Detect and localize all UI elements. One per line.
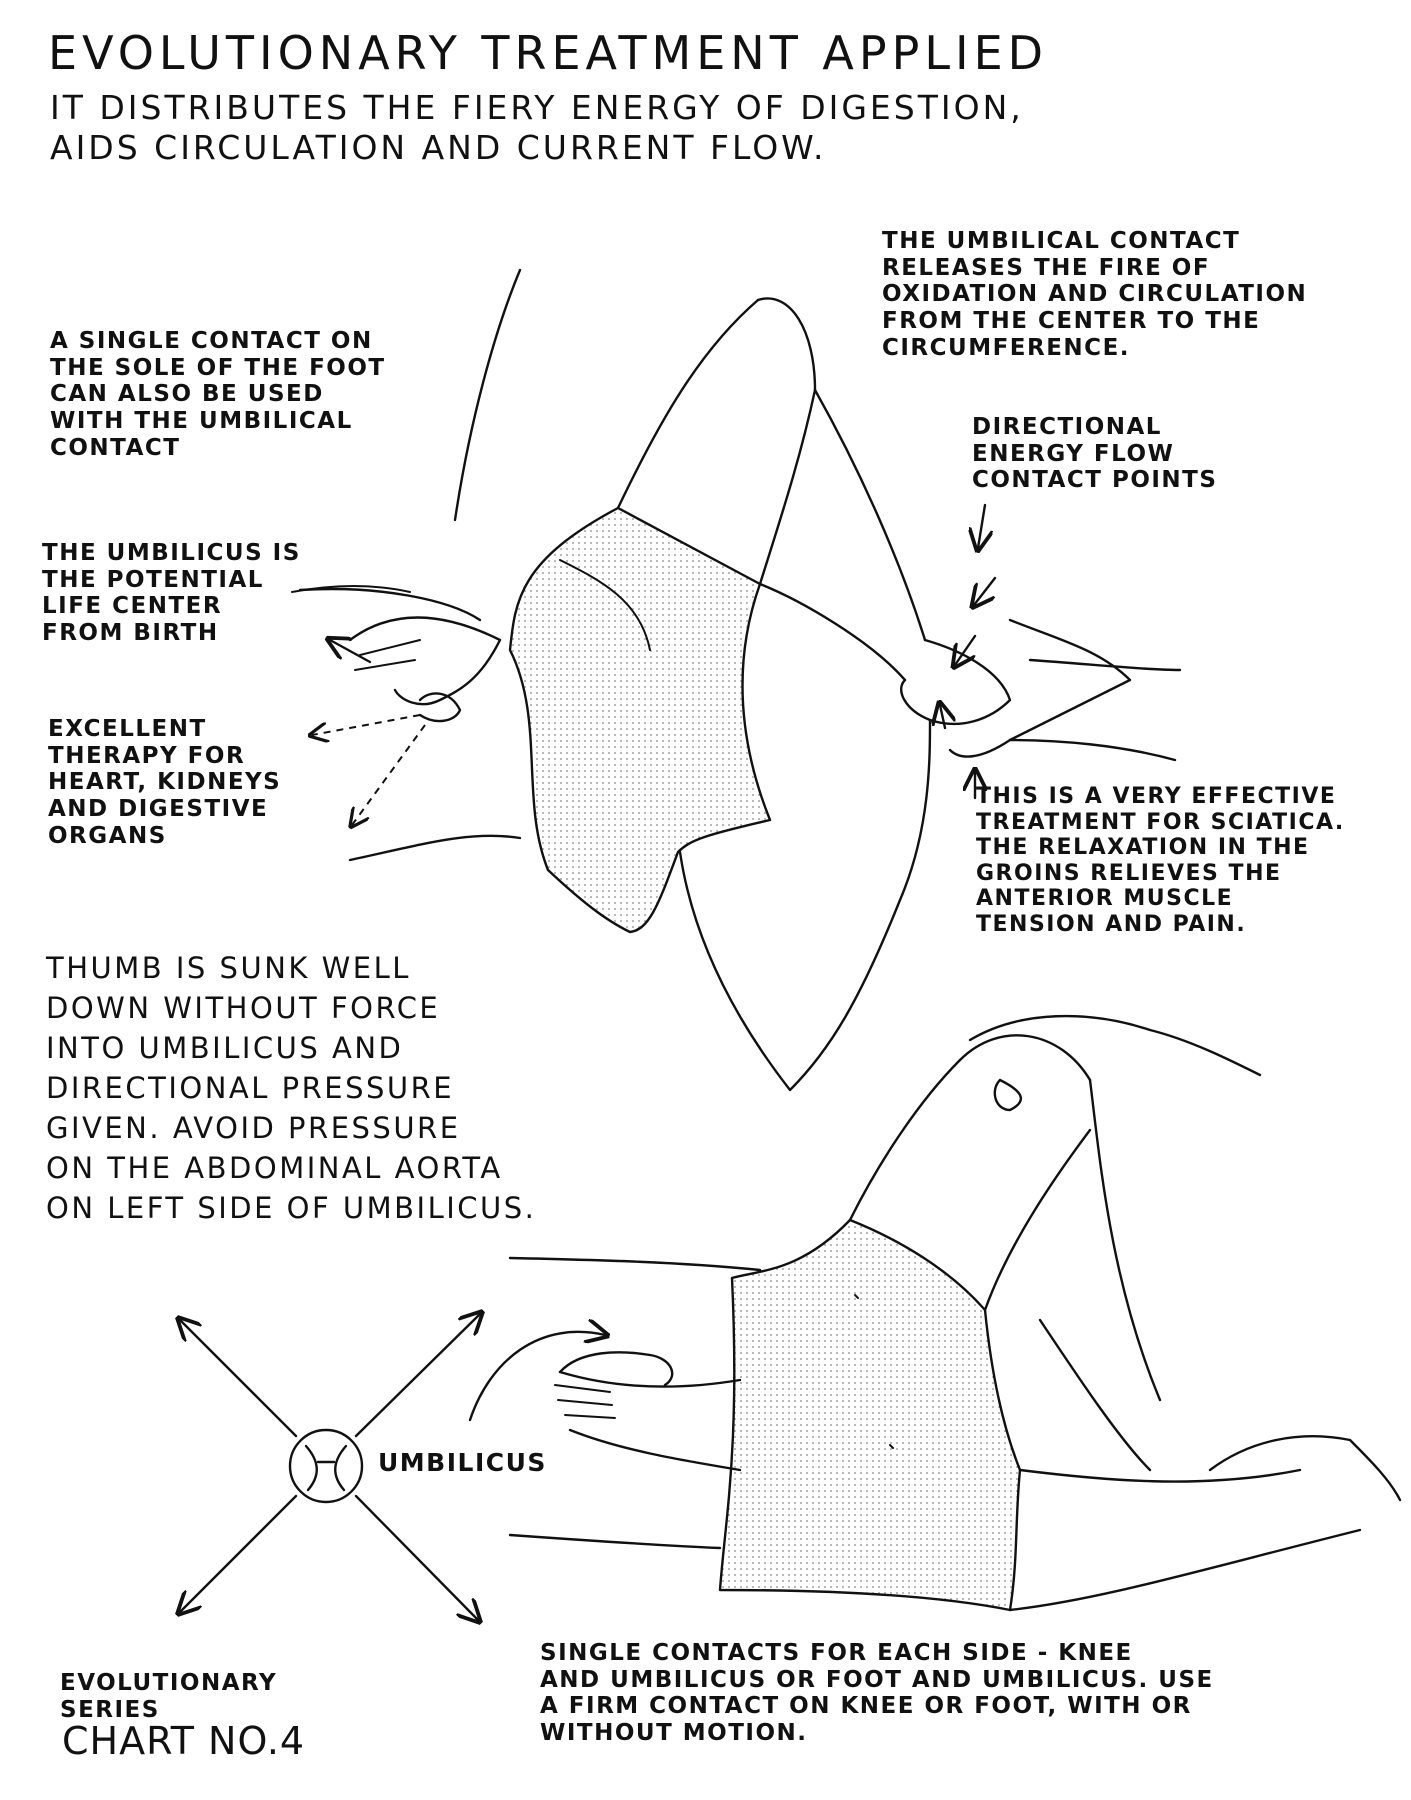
arrow-up-left (180, 1320, 298, 1438)
note-umbilicus-life-center: THE UMBILICUS IS THE POTENTIAL LIFE CENT… (42, 540, 301, 647)
top-figure-left-hand (348, 616, 502, 706)
arrow-down-left (180, 1494, 298, 1612)
pointer-life-center (291, 584, 411, 593)
note-umbilical-contact: THE UMBILICAL CONTACT RELEASES THE FIRE … (882, 228, 1308, 361)
bottom-figure-knee-hand (968, 1014, 1262, 1077)
top-figure-back-line (453, 268, 522, 522)
top-figure-thigh-back (758, 388, 817, 586)
top-figure-right-hand (948, 618, 1132, 758)
note-sciatica: THIS IS A VERY EFFECTIVE TREATMENT FOR S… (976, 784, 1345, 937)
umbilicus-mark (304, 1444, 348, 1492)
bottom-figure-hand (558, 1351, 674, 1387)
arrow-directional-1 (978, 503, 985, 548)
top-figure-side-line (348, 834, 522, 862)
umbilicus-diagram (180, 1314, 480, 1620)
bottom-figure-arm-top (558, 1370, 742, 1388)
bottom-figure-shorts (718, 1218, 1022, 1612)
arrow-directional-2 (974, 576, 997, 605)
bottom-figure-lower-leg-top (1018, 1468, 1302, 1483)
bottom-figure-arm-bottom (568, 1428, 742, 1472)
series-label: EVOLUTIONARY SERIES (60, 1670, 278, 1723)
top-figure-right-forearm-low (1008, 738, 1177, 762)
top-figure-foot (899, 638, 1012, 726)
page-subtitle: IT DISTRIBUTES THE FIERY ENERGY OF DIGES… (50, 88, 1024, 168)
top-figure-fingers (354, 639, 421, 671)
top-figure-right-forearm (1028, 658, 1182, 672)
bottom-figure-thigh-up-back (983, 1128, 1092, 1312)
top-figure-lower-leg (678, 718, 932, 1092)
bottom-figure-knee (958, 1034, 1092, 1082)
top-figure-shorts-fold (559, 559, 651, 651)
umbilicus-label: UMBILICUS (378, 1448, 547, 1477)
bottom-figure-lower-leg-bottom (1008, 1528, 1362, 1612)
top-figure-shin-back (758, 582, 907, 682)
note-directional-flow: DIRECTIONAL ENERGY FLOW CONTACT POINTS (972, 414, 1218, 494)
arrow-up-right (354, 1314, 480, 1438)
chart-number: CHART NO.4 (62, 1719, 306, 1763)
bottom-figure-shin (1088, 1078, 1162, 1402)
arrow-directional-3 (955, 634, 977, 665)
top-figure-thumb (418, 692, 462, 723)
top-figure-thigh-front (616, 298, 760, 510)
bottom-figure-foot-hand (1208, 1435, 1402, 1502)
note-excellent-therapy: EXCELLENT THERAPY FOR HEART, KIDNEYS AND… (48, 716, 282, 849)
bottom-figure-shin-back (1038, 1318, 1152, 1472)
bottom-figure-thigh-up (848, 1058, 962, 1222)
bottom-figure-knee-mark-1 (854, 1294, 859, 1299)
note-single-contacts: SINGLE CONTACTS FOR EACH SIDE - KNEE AND… (540, 1640, 1214, 1747)
bottom-figure-knee-mark-2 (889, 1444, 894, 1449)
umbilicus-circle (288, 1428, 364, 1504)
arrow-bottom-curve (468, 1332, 605, 1422)
bottom-figure-fingers (554, 1384, 616, 1419)
top-figure-left-arm (298, 587, 482, 622)
page-title: EVOLUTIONARY TREATMENT APPLIED (48, 26, 1049, 80)
top-figure-shorts (508, 506, 772, 934)
top-figure-knee (756, 297, 817, 392)
arrow-down-right (354, 1494, 478, 1620)
arrow-therapy-down (352, 724, 426, 825)
bottom-figure-knee-fingers (993, 1078, 1023, 1112)
bottom-figure-belly (508, 1533, 722, 1550)
bottom-figure (468, 1014, 1402, 1612)
top-figure-shin (813, 388, 927, 642)
top-figure (291, 268, 1182, 1092)
note-thumb-instructions: THUMB IS SUNK WELL DOWN WITHOUT FORCE IN… (46, 951, 537, 1226)
arrow-therapy-left (312, 714, 421, 735)
arrow-umbilicus-up (330, 640, 372, 664)
bottom-figure-back (508, 1256, 762, 1272)
note-single-contact: A SINGLE CONTACT ON THE SOLE OF THE FOOT… (50, 328, 386, 461)
arrow-directional-4 (940, 705, 945, 730)
